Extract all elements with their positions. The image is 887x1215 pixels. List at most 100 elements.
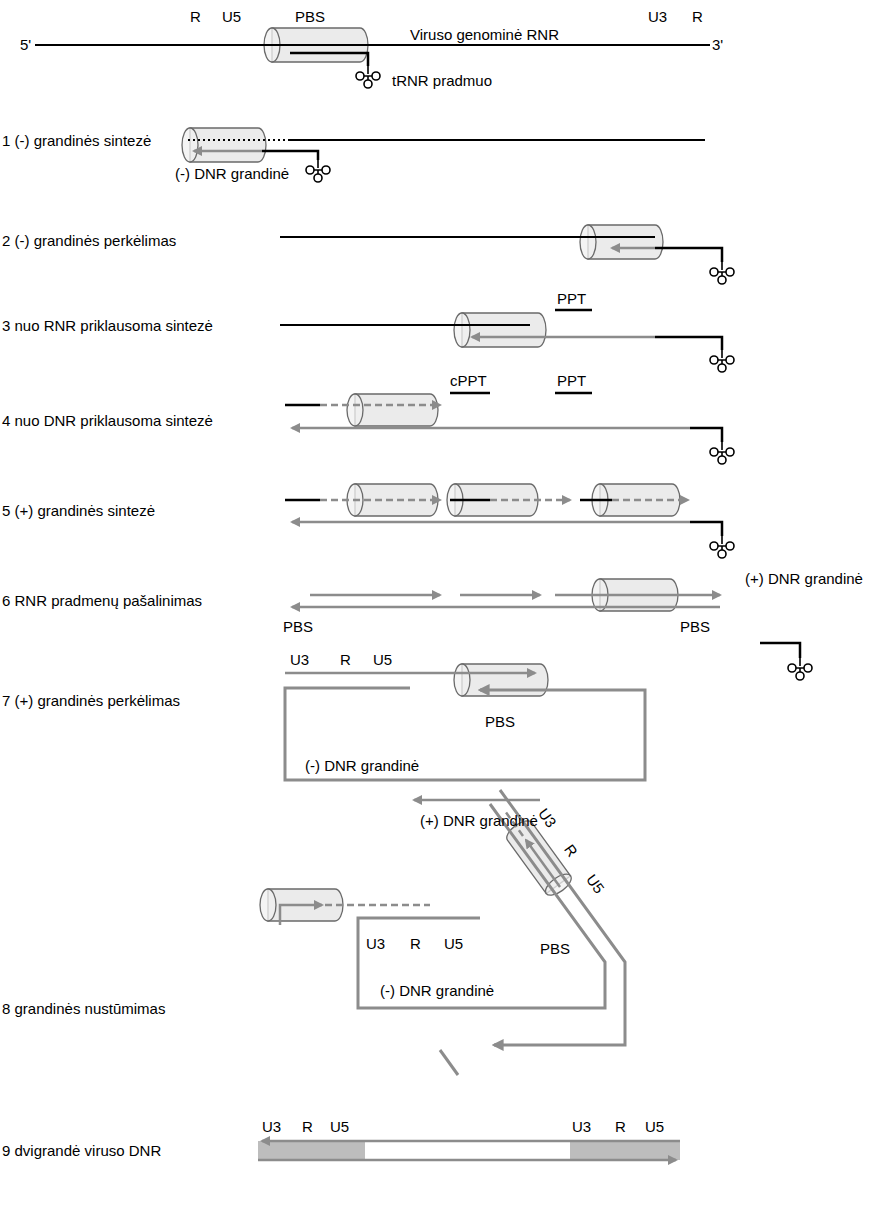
text-label: U3 <box>366 935 385 952</box>
drawing-part <box>450 392 490 395</box>
text-label: 3' <box>712 36 723 53</box>
drawing-part <box>454 664 470 696</box>
text-label: R <box>340 651 351 668</box>
drawing-part <box>472 336 655 339</box>
text-label: (-) DNR grandinė <box>380 982 494 999</box>
drawing-part <box>655 337 722 350</box>
drawing-part <box>450 499 490 502</box>
drawing-part <box>414 799 540 802</box>
text-label: R <box>615 1118 626 1135</box>
text-label: 9 dvigrandė viruso DNR <box>2 1142 161 1159</box>
drawing-part <box>355 394 438 426</box>
drawing-part <box>570 1141 680 1160</box>
text-label: 3 nuo RNR priklausoma sintezė <box>2 317 213 334</box>
text-label: PBS <box>540 940 570 957</box>
drawing-part <box>285 688 645 780</box>
drawing-part <box>292 521 690 524</box>
drawing-part <box>612 247 655 250</box>
drawing-part <box>580 225 596 259</box>
text-label: PPT <box>557 372 586 389</box>
text-label: 1 (-) grandinės sintezė <box>2 132 151 149</box>
drawing-part <box>588 225 663 259</box>
text-label: R <box>190 8 201 25</box>
drawing-part <box>710 262 734 284</box>
text-label: U5 <box>645 1118 664 1135</box>
text-label: U3 <box>262 1118 281 1135</box>
text-label: PBS <box>295 8 325 25</box>
drawing-part <box>358 804 605 1008</box>
drawing-part <box>182 128 198 162</box>
drawing-part <box>347 394 363 426</box>
drawing-part <box>710 536 734 558</box>
double-stranded-dna <box>258 1141 680 1160</box>
drawing-part <box>356 66 380 88</box>
drawing-part <box>555 309 592 312</box>
drawing-part <box>760 643 800 658</box>
text-label: PBS <box>283 618 313 635</box>
step1-strands <box>188 140 705 160</box>
text-label: (+) DNR grandinė <box>745 570 863 587</box>
text-label: U3 <box>572 1118 591 1135</box>
text-label: 7 (+) grandinės perkėlimas <box>2 692 180 709</box>
text-label: R <box>410 935 421 952</box>
rotated-label: R <box>561 841 581 860</box>
drawing-part <box>262 151 318 160</box>
drawing-part <box>555 392 592 395</box>
step8-strands <box>280 790 625 1075</box>
step6-strands <box>292 595 800 658</box>
drawing-part <box>690 428 722 442</box>
text-label: 5' <box>20 36 31 53</box>
drawing-part <box>710 442 734 464</box>
text-label: 5 (+) grandinės sintezė <box>2 502 155 519</box>
drawing-part <box>290 139 705 141</box>
drawing-part <box>503 817 574 899</box>
drawing-part <box>490 499 570 502</box>
text-label: PPT <box>557 290 586 307</box>
text-label: U5 <box>373 651 392 668</box>
drawing-part <box>285 499 320 502</box>
drawing-part <box>280 236 655 238</box>
text-label: 2 (-) grandinės perkėlimas <box>2 232 176 249</box>
enzyme-cylinders <box>182 28 680 921</box>
step4-strands <box>285 393 722 442</box>
drawing-part <box>320 499 440 502</box>
text-label: (+) DNR grandinė <box>420 812 538 829</box>
text-label: Viruso genominė RNR <box>410 26 559 43</box>
drawing-part <box>320 404 440 407</box>
text-label: (-) DNR grandinė <box>175 165 289 182</box>
drawing-part <box>280 905 322 925</box>
drawing-part <box>194 150 262 153</box>
text-label: PBS <box>680 618 710 635</box>
drawing-part <box>290 53 368 66</box>
drawing-part <box>788 658 812 680</box>
drawing-part <box>258 1141 365 1160</box>
drawing-part <box>454 313 470 347</box>
drawing-part <box>190 128 266 162</box>
text-label: (-) DNR grandinė <box>305 757 419 774</box>
rotated-label: U3 <box>535 805 560 831</box>
drawing-part <box>440 1050 458 1075</box>
text-label: PBS <box>485 713 515 730</box>
drawing-part <box>258 1159 676 1162</box>
text-label: U5 <box>330 1118 349 1135</box>
drawing-part <box>285 672 535 675</box>
drawing-part <box>292 427 690 430</box>
text-label: tRNR pradmuo <box>392 72 492 89</box>
genomic-rna <box>35 45 710 66</box>
text-label: 8 grandinės nustūmimas <box>2 1000 165 1017</box>
drawing-part <box>526 840 560 887</box>
drawing-part <box>612 499 688 502</box>
drawing-part <box>280 324 530 326</box>
drawing-part <box>710 350 734 372</box>
drawing-part <box>310 594 440 597</box>
text-label: U5 <box>444 935 463 952</box>
drawing-part <box>292 606 720 609</box>
text-label: U3 <box>648 8 667 25</box>
rotated-label: U5 <box>583 871 608 897</box>
text-label: U3 <box>290 651 309 668</box>
text-label: cPPT <box>450 372 487 389</box>
step5-strands <box>285 500 722 536</box>
text-label: 6 RNR pradmenų pašalinimas <box>2 592 202 609</box>
drawing-part <box>260 889 276 921</box>
